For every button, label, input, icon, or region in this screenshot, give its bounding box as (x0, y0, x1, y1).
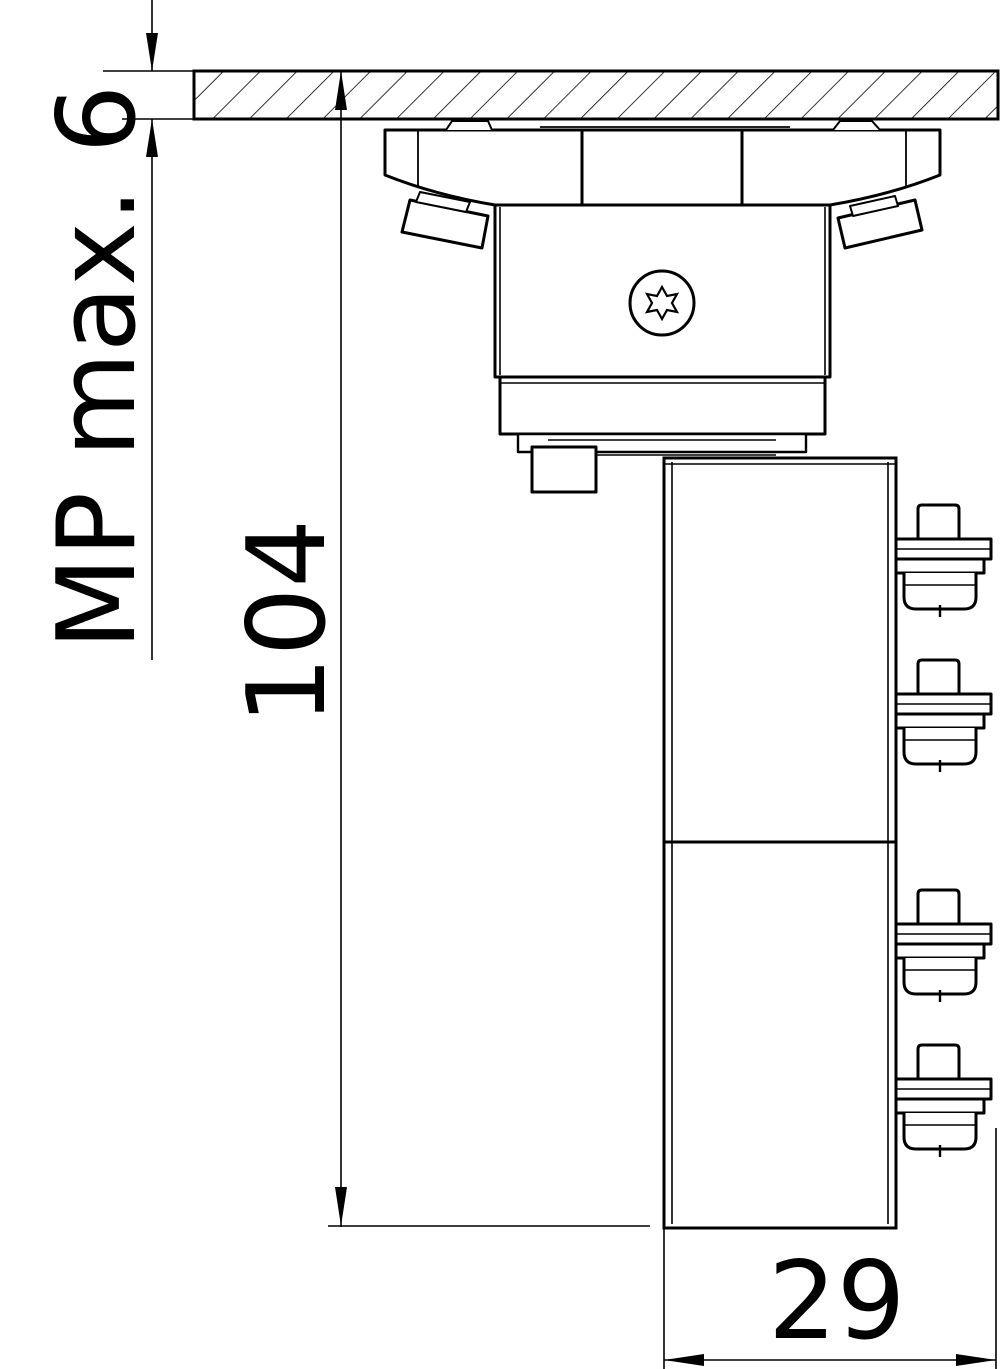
terminal-screw-icon (894, 503, 993, 617)
mp-dimension-label: MP max. 6 (35, 85, 160, 650)
height-dimension (328, 71, 650, 1227)
terminal-screw-icon (894, 658, 993, 772)
width-dimension (663, 1128, 997, 1369)
torx-screw-icon (628, 269, 696, 337)
mp-dimension (103, 0, 194, 660)
terminal-block (662, 456, 898, 1230)
terminal-screws (894, 503, 993, 1157)
height-dimension-label: 104 (225, 519, 350, 725)
right-clamp-screw (836, 195, 924, 250)
clamp-head (383, 120, 942, 494)
mounting-plate (192, 69, 1000, 121)
left-clamp-screw (400, 191, 490, 250)
terminal-screw-icon (894, 1043, 993, 1157)
width-dimension-label: 29 (768, 1239, 905, 1364)
terminal-screw-icon (894, 888, 993, 1002)
